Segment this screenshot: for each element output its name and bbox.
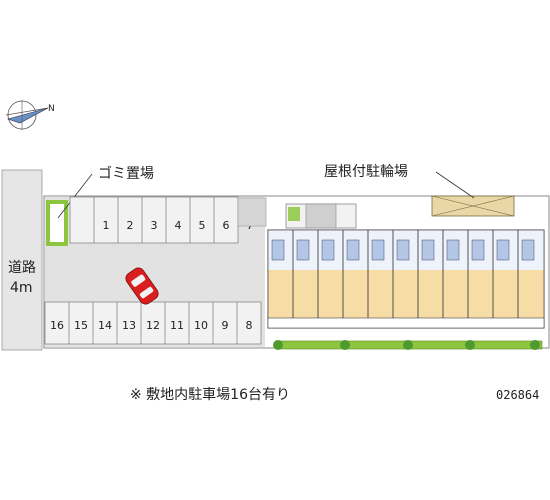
garbage-leader-line <box>57 173 93 219</box>
parking-space-14: 14 <box>98 319 112 332</box>
garbage-label: ゴミ置場 <box>98 165 154 182</box>
parking-space-3: 3 <box>151 219 158 232</box>
parking-space-12: 12 <box>146 319 160 332</box>
parking-space-11: 11 <box>170 319 184 332</box>
road-label-line2: 4m <box>10 280 33 296</box>
parking-space-4: 4 <box>175 219 182 232</box>
tree-icons <box>273 340 540 350</box>
bike-shelter-label: 屋根付駐輪場 <box>324 163 408 180</box>
parking-space-13: 13 <box>122 319 136 332</box>
green-plot-small <box>288 207 300 221</box>
hatched-entry <box>237 197 267 227</box>
parking-space-15: 15 <box>74 319 88 332</box>
parking-space-8: 8 <box>246 319 253 332</box>
parking-bottom-row <box>44 301 262 345</box>
parking-space-5: 5 <box>199 219 206 232</box>
property-code: 026864 <box>496 388 539 402</box>
parking-space-9: 9 <box>222 319 229 332</box>
car-icon <box>125 267 159 305</box>
parking-space-6: 6 <box>223 219 230 232</box>
units-group <box>267 229 545 329</box>
parking-space-10: 10 <box>194 319 208 332</box>
parking-note: ※ 敷地内駐車場16台有り <box>130 386 290 403</box>
stair-steps <box>305 203 337 229</box>
north-label: N <box>48 104 55 114</box>
parking-space-2: 2 <box>127 219 134 232</box>
compass-icon <box>5 100 49 130</box>
parking-space-16: 16 <box>50 319 64 332</box>
road <box>1 169 43 351</box>
road-label-line1: 道路 <box>8 260 36 276</box>
parking-space-1: 1 <box>103 219 110 232</box>
parking-top-row <box>69 196 239 244</box>
bike-shelter-leader-line <box>435 171 475 199</box>
garbage-area <box>46 200 68 246</box>
